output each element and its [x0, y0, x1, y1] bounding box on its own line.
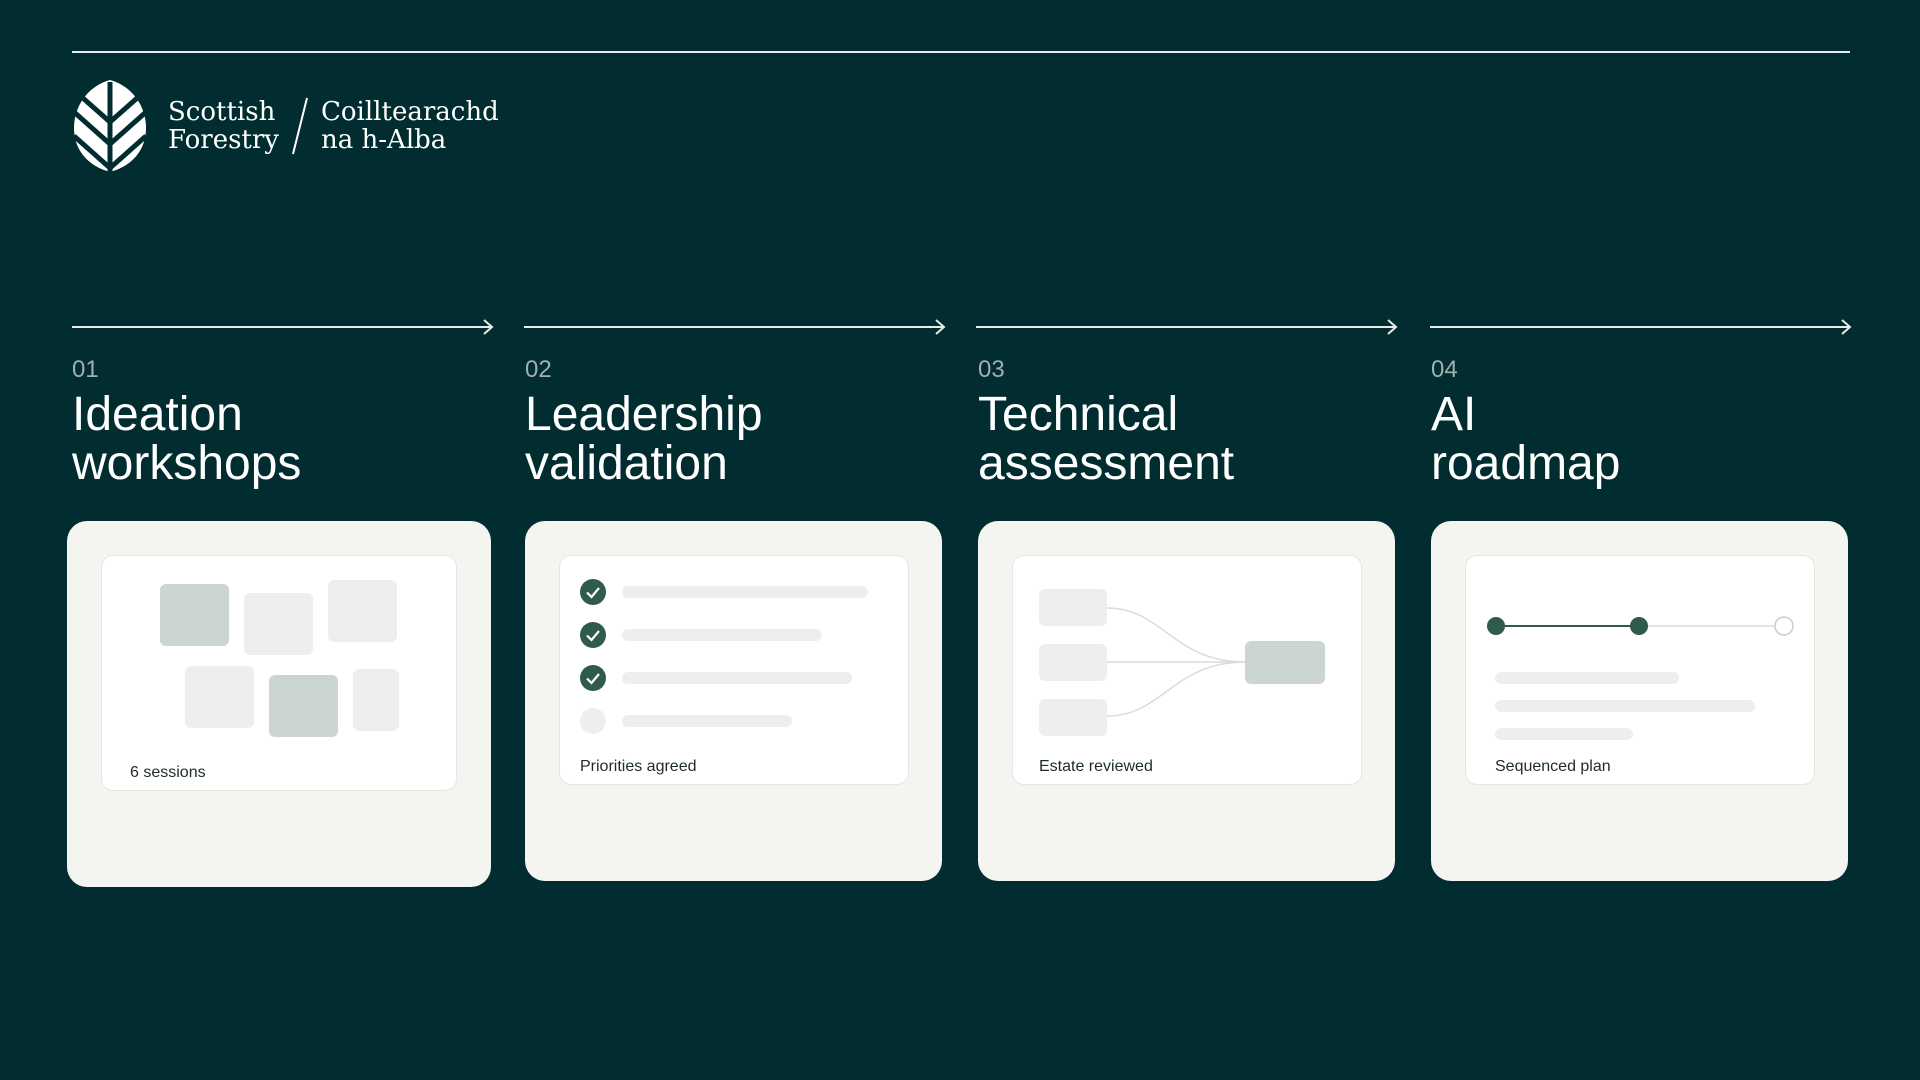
checklist-item-1-check-icon — [580, 579, 606, 605]
plan-line — [1495, 700, 1755, 712]
stage-arrow-3 — [976, 319, 1398, 335]
source-node — [1039, 644, 1107, 681]
logo-gaelic-name: Coilltearachd na h-Alba — [321, 98, 499, 154]
leaf-icon — [72, 80, 148, 172]
workshops-panel: 6 sessions — [101, 555, 457, 791]
stage-title-3-line2: assessment — [978, 437, 1235, 490]
scottish-forestry-logo: Scottish Forestry Coilltearachd na h-Alb… — [70, 76, 499, 176]
logo-gaelic-line1: Coilltearachd — [321, 97, 499, 127]
source-node — [1039, 699, 1107, 736]
sticky-note — [353, 669, 399, 731]
source-node — [1039, 589, 1107, 626]
checklist-item-2-check-icon — [580, 622, 606, 648]
plan-line — [1495, 672, 1679, 684]
stage-title-3-line1: Technical — [978, 388, 1179, 441]
plan-line — [1495, 728, 1633, 740]
logo-divider — [292, 97, 308, 155]
checklist-item-2-bar — [622, 629, 822, 641]
stage-title-1-line1: Ideation — [72, 388, 243, 441]
stage-number-1: 01 — [72, 356, 99, 383]
stage-caption-4: Sequenced plan — [1495, 758, 1611, 775]
logo-english-name: Scottish Forestry — [168, 98, 279, 154]
stage-card-2: Priorities agreed — [525, 521, 942, 881]
sticky-note — [269, 675, 338, 737]
stage-number-3: 03 — [978, 356, 1005, 383]
stage-card-4: Sequenced plan — [1431, 521, 1848, 881]
stage-title-1: Ideation workshops — [72, 390, 301, 488]
flow-panel: Estate reviewed — [1012, 555, 1362, 785]
stage-title-2: Leadership validation — [525, 390, 763, 488]
stage-arrow-2 — [524, 319, 946, 335]
top-rule — [72, 51, 1850, 53]
checklist-item-3-check-icon — [580, 665, 606, 691]
stage-title-4: AI roadmap — [1431, 390, 1620, 488]
stage-title-1-line2: workshops — [72, 437, 302, 490]
stage-title-3: Technical assessment — [978, 390, 1234, 488]
flow-connectors — [1106, 607, 1246, 717]
stage-card-3: Estate reviewed — [978, 521, 1395, 881]
milestone-done — [1487, 617, 1505, 635]
milestone-pending — [1774, 616, 1794, 636]
logo-english-line1: Scottish — [168, 97, 276, 127]
logo-english-line2: Forestry — [168, 125, 279, 155]
stage-caption-2: Priorities agreed — [580, 758, 697, 775]
roadmap-panel: Sequenced plan — [1465, 555, 1815, 785]
stage-caption-1: 6 sessions — [130, 764, 206, 781]
sticky-note — [185, 666, 254, 728]
milestone-track — [1487, 616, 1794, 636]
stage-arrow-4 — [1430, 319, 1852, 335]
checklist-item-4-bar — [622, 715, 792, 727]
sticky-note — [328, 580, 397, 642]
checklist-panel: Priorities agreed — [559, 555, 909, 785]
stage-title-4-line2: roadmap — [1431, 437, 1621, 490]
milestone-done — [1630, 617, 1648, 635]
stage-title-2-line1: Leadership — [525, 388, 763, 441]
stage-title-2-line2: validation — [525, 437, 728, 490]
stage-card-1: 6 sessions — [67, 521, 491, 887]
target-node — [1245, 641, 1325, 684]
checklist-item-3-bar — [622, 672, 852, 684]
sticky-note — [244, 593, 313, 655]
checklist-item-1-bar — [622, 586, 868, 598]
stage-number-4: 04 — [1431, 356, 1458, 383]
stage-number-2: 02 — [525, 356, 552, 383]
stage-arrow-1 — [72, 319, 494, 335]
checklist-item-4-pending-icon — [580, 708, 606, 734]
logo-gaelic-line2: na h-Alba — [321, 125, 447, 155]
stage-title-4-line1: AI — [1431, 388, 1477, 441]
stage-caption-3: Estate reviewed — [1039, 758, 1153, 775]
sticky-note — [160, 584, 229, 646]
